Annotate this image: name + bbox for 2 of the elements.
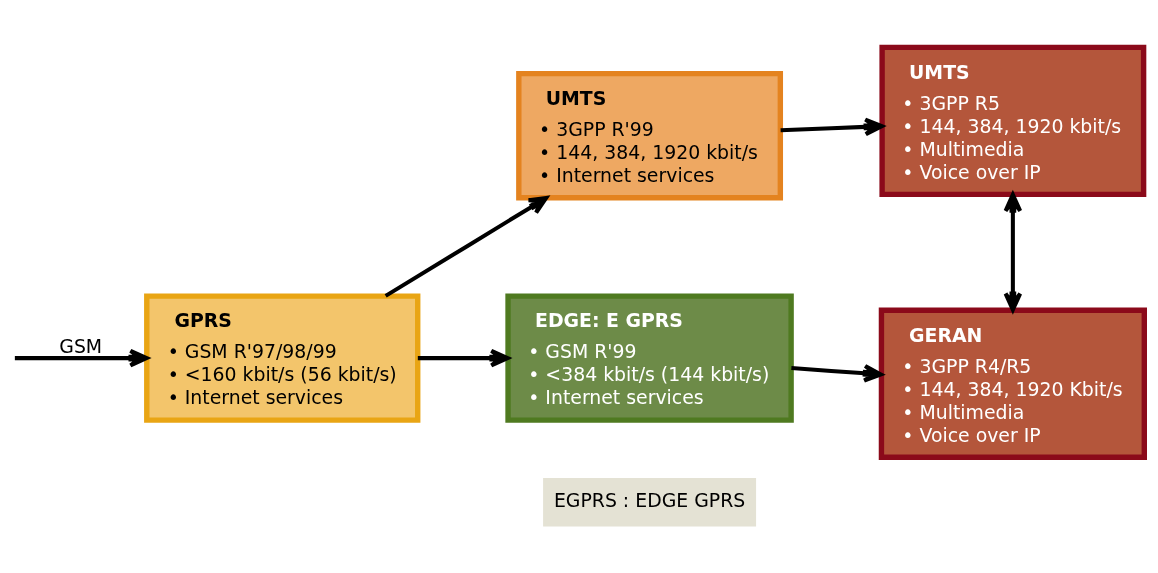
edge-label: GSM	[59, 334, 103, 357]
label: EGPRS : EDGE GPRS	[553, 488, 746, 511]
